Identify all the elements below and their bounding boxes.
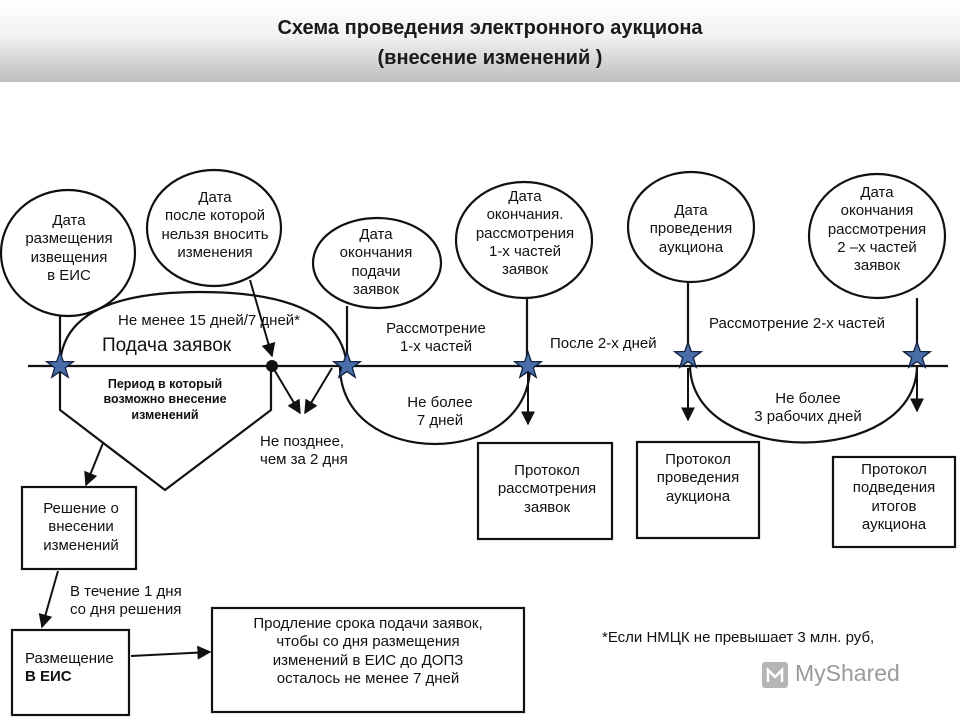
arrow-to-not-later-1: [271, 365, 301, 415]
title-line-2: (внесение изменений ): [377, 47, 603, 69]
review2-label: Рассмотрение 2-х частей: [709, 315, 885, 332]
arrow-to-decision: [84, 442, 104, 487]
after-2days-label: После 2-х дней: [550, 335, 657, 352]
box-decision: [20, 485, 138, 571]
circle-review2-date: [807, 172, 947, 300]
box-posting-eis: [10, 628, 131, 717]
footnote: *Если НМЦК не превышает 3 млн. руб,: [602, 629, 875, 646]
box-protocol-review: [476, 441, 614, 541]
star-marker-3: [512, 350, 544, 379]
extension-text: Продление срока подачи заявок,чтобы со д…: [253, 615, 483, 687]
circle-deadline-date: [311, 216, 443, 310]
title-line-1: Схема проведения электронного аукциона: [277, 17, 703, 39]
box-protocol-results: [831, 455, 957, 549]
circle-posting-date: [0, 188, 137, 318]
arc-submission: [58, 290, 349, 367]
arrow-to-extension: [130, 645, 212, 660]
star-marker-4: [672, 340, 704, 369]
watermark-text: MyShared: [795, 660, 900, 686]
box-extension: [210, 606, 526, 714]
circle-no-changes-date: [145, 168, 283, 288]
arrow-to-not-later-2: [304, 367, 333, 415]
arc-review2: [688, 365, 919, 444]
circle-review1-date: [454, 180, 594, 300]
arrow-to-posting: [38, 570, 59, 629]
submission-label: Подача заявок: [102, 335, 232, 356]
timeline-dot: [266, 360, 278, 372]
arrow-no-changes: [249, 279, 276, 358]
period-pentagon: [58, 366, 273, 492]
title-banner: Схема проведения электронного аукциона (…: [0, 0, 960, 82]
star-marker-1: [44, 350, 76, 379]
box-protocol-auction: [635, 440, 761, 540]
star-marker-2: [331, 350, 363, 379]
not-later-text: Не позднее,чем за 2 дня: [260, 433, 348, 469]
star-marker-5: [901, 340, 933, 369]
arc-review1: [338, 365, 532, 446]
circle-auction-date: [626, 170, 756, 284]
watermark-icon: [762, 662, 788, 688]
min-days-label: Не менее 15 дней/7 дней*: [118, 312, 301, 329]
